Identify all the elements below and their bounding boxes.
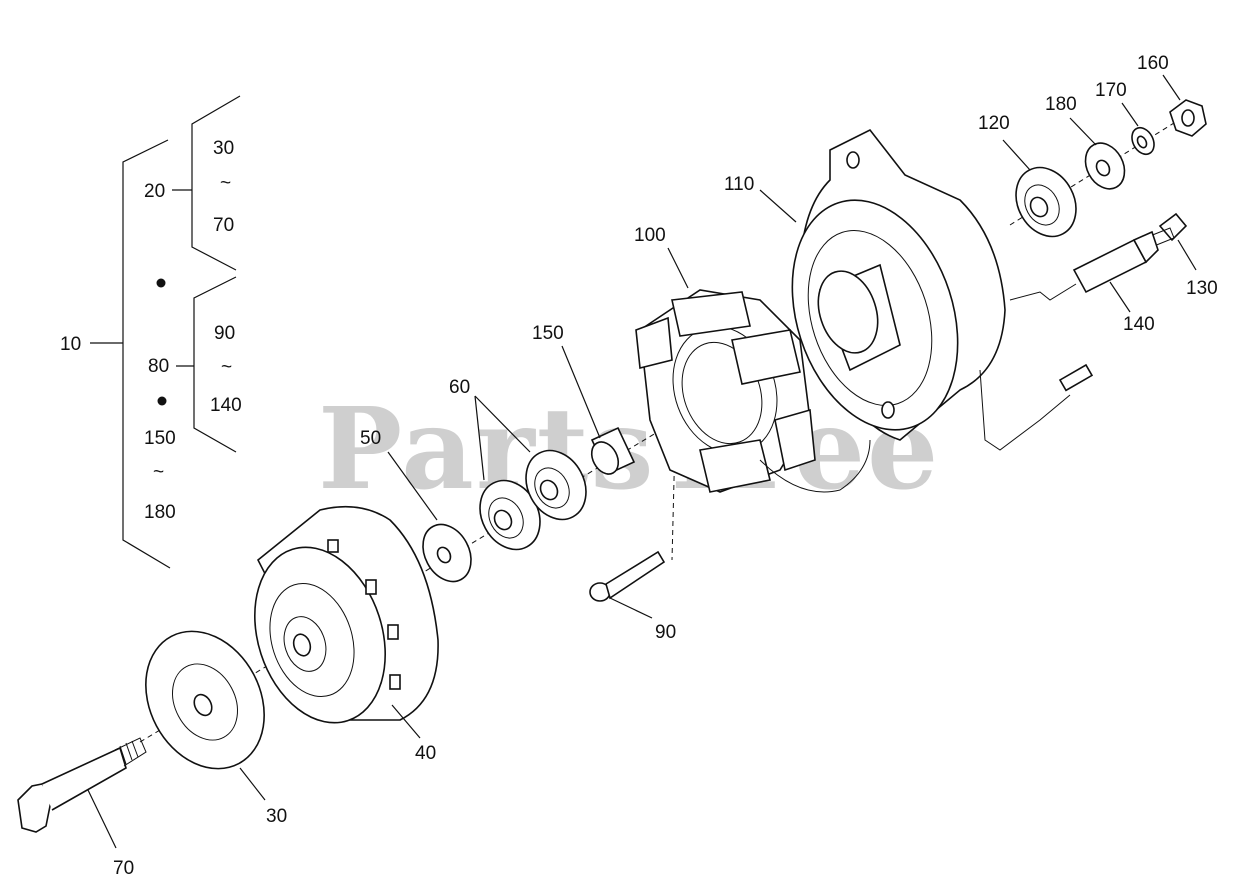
group-b-label: 80 [148,356,169,377]
callout-100: 100 [634,225,666,246]
bullet-dot [157,396,167,406]
group-b-bracket [193,276,237,453]
part-110-housing [759,128,1094,451]
part-60-bearings [474,395,587,551]
callout-60: 60 [449,377,470,398]
assembly-tree: 10 20 30 ~ 70 80 90 ~ 140 150 ~ 180 [60,95,242,569]
bullet-dot [156,278,166,288]
callout-30: 30 [266,806,287,827]
root-bracket [122,139,171,569]
part-50-washer [387,451,472,583]
callout-40: 40 [415,743,436,764]
callout-130: 130 [1186,278,1218,299]
part-140-brush-holder [1009,230,1159,313]
callout-50: 50 [360,428,381,449]
group-c-from: 150 [144,428,176,449]
group-c-tilde: ~ [153,462,164,483]
part-120-bearing [1002,139,1077,238]
part-150-sleeve [561,345,636,476]
group-c-to: 180 [144,502,176,523]
part-30-plate [145,630,266,801]
group-a-to: 70 [213,215,234,236]
callout-140: 140 [1123,314,1155,335]
part-160-nut [1162,74,1207,137]
callout-70: 70 [113,858,134,879]
part-180-washer [1069,117,1126,190]
callout-170: 170 [1095,80,1127,101]
part-90-screw [589,550,666,619]
group-a-bracket [191,95,241,271]
callout-180: 180 [1045,94,1077,115]
callout-110: 110 [724,174,754,195]
group-b-tilde: ~ [221,357,232,378]
tree-root-label: 10 [60,334,81,355]
group-a-label: 20 [144,181,165,202]
part-70-bolt [17,737,147,849]
part-100-stator [635,247,871,493]
group-a-tilde: ~ [220,173,231,194]
callout-120: 120 [978,113,1010,134]
group-b-to: 140 [210,395,242,416]
group-a-from: 30 [213,138,234,159]
group-b-from: 90 [214,323,235,344]
callout-160: 160 [1137,53,1169,74]
part-40-flywheel [254,505,439,739]
callout-90: 90 [655,622,676,643]
part-130-screw [1149,212,1197,271]
part-170-lock-washer [1121,102,1155,156]
callout-150: 150 [532,323,564,344]
